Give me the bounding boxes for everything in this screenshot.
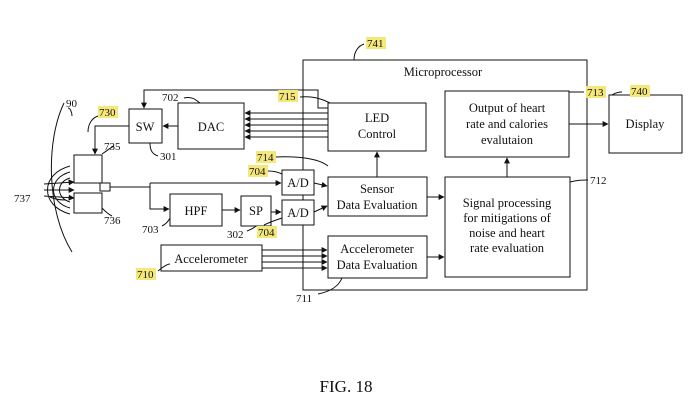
- ref-713: 713: [587, 87, 604, 99]
- signal-processing-block: Signal processing for mitigations of noi…: [445, 177, 570, 277]
- svg-text:Control: Control: [358, 127, 397, 141]
- ref-715: 715: [279, 91, 296, 103]
- svg-text:Sensor: Sensor: [360, 182, 395, 196]
- ear-outline: [51, 103, 72, 252]
- sensor-connector: [100, 183, 110, 191]
- svg-text:Accelerometer: Accelerometer: [340, 242, 414, 256]
- svg-text:rate evaluation: rate evaluation: [470, 241, 545, 255]
- svg-text:Data Evaluation: Data Evaluation: [337, 198, 419, 212]
- svg-text:for mitigations of: for mitigations of: [463, 211, 551, 225]
- ref-301: 301: [160, 151, 177, 163]
- svg-text:Output of heart: Output of heart: [469, 101, 546, 115]
- microprocessor-label: Microprocessor: [404, 65, 483, 79]
- ref-710: 710: [137, 269, 154, 281]
- output-block: Output of heart rate and calories evalut…: [445, 91, 569, 157]
- svg-text:Display: Display: [626, 117, 666, 131]
- ref-704-top: 704: [249, 166, 266, 178]
- accelerometer-block: Accelerometer: [161, 245, 262, 271]
- ref-730: 730: [99, 107, 116, 119]
- sp-block: SP: [241, 196, 271, 226]
- svg-text:evalutaion: evalutaion: [481, 133, 534, 147]
- display-block: Display: [609, 95, 682, 153]
- sensor-block-736: [74, 193, 102, 213]
- ref-702: 702: [162, 92, 179, 104]
- ref-736: 736: [104, 215, 121, 227]
- hpf-block: HPF: [170, 194, 222, 226]
- svg-text:Data Evaluation: Data Evaluation: [337, 258, 419, 272]
- accelerometer-data-evaluation-block: Accelerometer Data Evaluation: [328, 236, 427, 278]
- ref-712: 712: [590, 175, 607, 187]
- ref-741: 741: [367, 38, 384, 50]
- svg-text:LED: LED: [365, 111, 389, 125]
- sensor-data-evaluation-block: Sensor Data Evaluation: [328, 177, 427, 216]
- ref-711: 711: [296, 293, 312, 305]
- led-control-block: LED Control: [328, 103, 426, 151]
- svg-text:Accelerometer: Accelerometer: [174, 252, 248, 266]
- svg-text:SW: SW: [136, 120, 155, 134]
- svg-text:rate and calories: rate and calories: [466, 117, 548, 131]
- svg-text:HPF: HPF: [185, 204, 208, 218]
- ad-converter-bottom: A/D: [282, 200, 314, 225]
- svg-text:noise and heart: noise and heart: [469, 226, 545, 240]
- svg-text:SP: SP: [249, 204, 263, 218]
- ad-converter-top: A/D: [282, 170, 314, 195]
- ref-714: 714: [257, 152, 274, 164]
- sw-block: SW: [129, 109, 162, 143]
- sensor-block-735: [74, 155, 102, 183]
- svg-text:DAC: DAC: [198, 120, 224, 134]
- ear-sensor-assembly: [44, 103, 110, 252]
- ref-90: 90: [66, 98, 78, 110]
- ref-740: 740: [631, 86, 648, 98]
- svg-text:A/D: A/D: [287, 206, 309, 220]
- ref-302: 302: [227, 229, 244, 241]
- ref-704-bottom: 704: [258, 227, 275, 239]
- ref-735: 735: [104, 141, 121, 153]
- svg-text:Signal processing: Signal processing: [463, 196, 552, 210]
- dac-block: DAC: [178, 103, 244, 149]
- svg-text:A/D: A/D: [287, 176, 309, 190]
- figure-caption: FIG. 18: [320, 377, 373, 396]
- ref-703: 703: [142, 224, 159, 236]
- ref-737: 737: [14, 193, 31, 205]
